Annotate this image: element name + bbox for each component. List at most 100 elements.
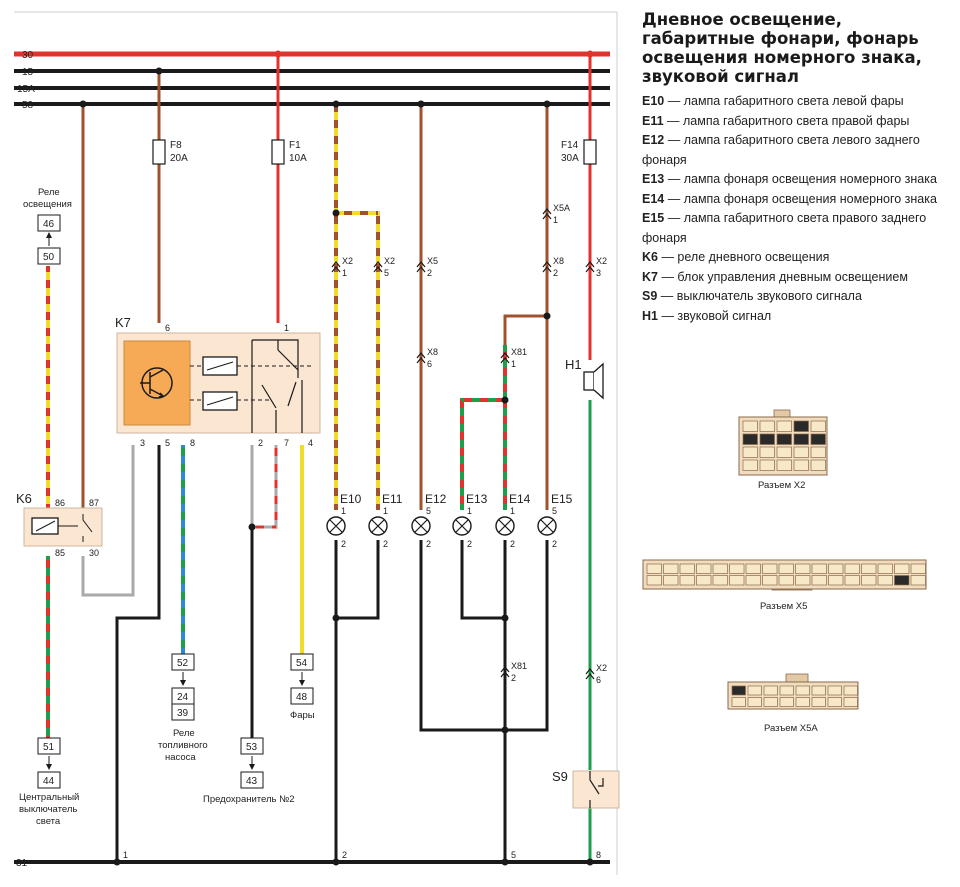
connector-name: X2 (384, 256, 395, 266)
connector-pin: 1 (553, 215, 558, 225)
connector-cell (646, 563, 662, 574)
connector-cell (910, 575, 926, 586)
page-title: Дневное освещение, габаритные фонари, фо… (642, 10, 922, 86)
connector-name: X5A (553, 203, 570, 213)
connector-cell (844, 575, 860, 586)
svg-text:20A: 20A (170, 153, 188, 164)
svg-text:1: 1 (123, 850, 128, 860)
svg-text:2: 2 (342, 850, 347, 860)
lamp-label: E12 (425, 492, 447, 506)
lamp-label: E13 (466, 492, 488, 506)
svg-text:43: 43 (246, 776, 258, 787)
legend-item-e13: E13 — лампа фонаря освещения номерного з… (642, 170, 952, 190)
svg-text:44: 44 (43, 776, 55, 787)
legend-item-e14: E14 — лампа фонаря освещения номерного з… (642, 190, 952, 210)
connector-cell (894, 575, 910, 586)
connector-cell (745, 575, 761, 586)
connector-cell (810, 420, 826, 432)
connector-cell (776, 420, 792, 432)
ground-pins: 1 2 5 8 (123, 850, 601, 860)
svg-text:48: 48 (296, 692, 308, 703)
svg-text:K6: K6 (16, 491, 32, 506)
connector-cell (696, 563, 712, 574)
connector-cell (759, 420, 775, 432)
lamp-pin-in: 1 (467, 506, 472, 516)
connector-name: X81 (511, 347, 527, 357)
svg-text:8: 8 (190, 438, 195, 448)
connector-name: X5 (427, 256, 438, 266)
lamp-pin-out: 2 (552, 539, 557, 549)
connector-cell (679, 575, 695, 586)
connector-cell (894, 563, 910, 574)
svg-text:K7: K7 (115, 315, 131, 330)
wires (46, 54, 592, 862)
lamp-pin-out: 2 (383, 539, 388, 549)
svg-text:5: 5 (165, 438, 170, 448)
svg-text:2: 2 (258, 438, 263, 448)
legend-text: — лампа габаритного света правой фары (663, 113, 910, 128)
connector-cell (776, 433, 792, 445)
svg-text:85: 85 (55, 548, 65, 558)
connector-cell (795, 575, 811, 586)
svg-text:Разъем X2: Разъем X2 (758, 480, 805, 491)
wire-k6-30-k7-3 (81, 445, 135, 597)
connector-cell (779, 685, 794, 696)
legend-panel: Дневное освещение, габаритные фонари, фо… (642, 10, 952, 326)
wire-e10-e11-ground (334, 540, 380, 862)
legend-code: K6 (642, 250, 658, 264)
legend-item-e11: E11 — лампа габаритного света правой фар… (642, 112, 952, 132)
connector-cell (861, 575, 877, 586)
connector-cell (742, 433, 758, 445)
legend-code: E14 (642, 191, 665, 206)
svg-text:8: 8 (596, 850, 601, 860)
bus-30-label: 30 (22, 50, 34, 61)
connector-cell (779, 697, 794, 707)
inline-connector: X82 (542, 256, 564, 278)
bus-58-label: 58 (22, 100, 34, 111)
legend-code: E15 (642, 211, 665, 225)
wire-e15-branch (503, 314, 547, 400)
connector-cell (776, 446, 792, 458)
legend-text: — лампа габаритного света правого заднег… (642, 211, 927, 245)
lamp-pin-in: 1 (510, 506, 515, 516)
inline-connector: X86 (416, 347, 438, 369)
lamp-pin-out: 2 (510, 539, 515, 549)
connector-name: X8 (427, 347, 438, 357)
connector-cell (729, 563, 745, 574)
svg-text:87: 87 (89, 498, 99, 508)
component-legend: E10 — лампа габаритного света левой фары… (642, 92, 952, 326)
connector-cell (731, 697, 746, 707)
connector-pin: 1 (342, 268, 347, 278)
connector-cell (729, 575, 745, 586)
wire-k7-2-53 (250, 445, 278, 529)
inline-connector: X21 (331, 256, 353, 278)
legend-code: E13 (642, 172, 665, 186)
inline-connector: X23 (585, 256, 607, 278)
svg-text:30: 30 (89, 548, 99, 558)
svg-text:топливного: топливного (158, 740, 208, 751)
k6-relay: K6 86 87 85 30 (16, 491, 103, 558)
svg-text:52: 52 (177, 658, 189, 669)
connector-cell (827, 685, 842, 696)
lamp-pin-in: 5 (426, 506, 431, 516)
connector-cell (742, 446, 758, 458)
connector-cell (795, 685, 810, 696)
connector-cell (712, 563, 728, 574)
connector-cell (843, 685, 858, 696)
connector-cell (747, 685, 762, 696)
inline-connector: X26 (585, 663, 607, 685)
legend-code: H1 (642, 308, 658, 323)
svg-text:54: 54 (296, 658, 308, 669)
connector-pin: 1 (511, 359, 516, 369)
lamp-label: E10 (340, 492, 362, 506)
bus-15a-label: 15A (17, 84, 35, 95)
svg-text:F14: F14 (561, 140, 579, 151)
legend-text: — блок управления дневным освещением (657, 269, 908, 284)
lamp-label: E14 (509, 492, 531, 506)
svg-text:50: 50 (43, 252, 55, 263)
connector-cell (762, 563, 778, 574)
connector-cell (759, 446, 775, 458)
connector-name: X81 (511, 661, 527, 671)
